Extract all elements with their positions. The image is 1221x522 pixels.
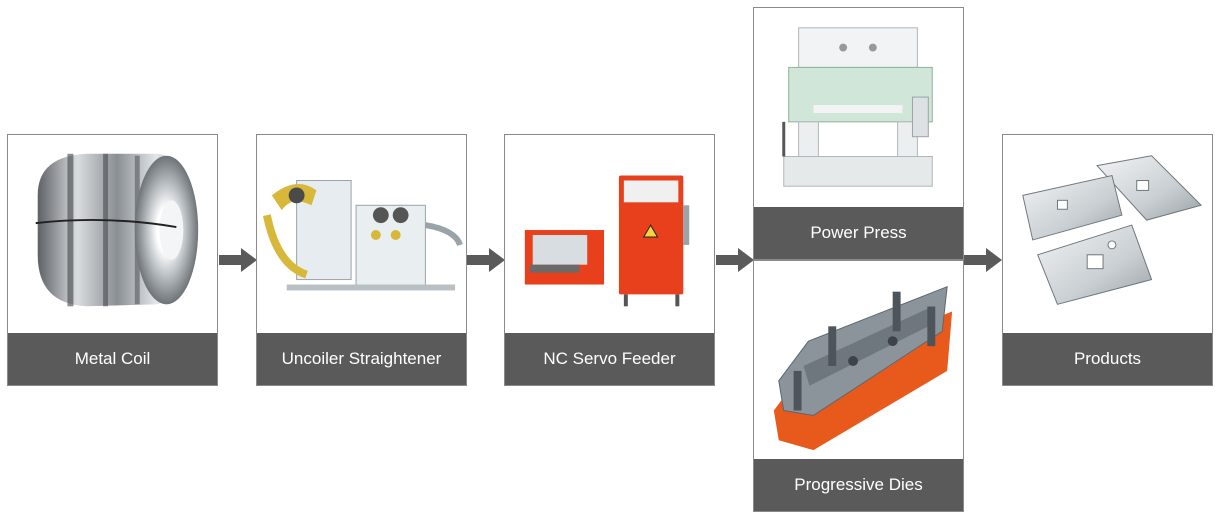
arrow-right-icon [219, 248, 257, 272]
power-press-image [754, 8, 963, 206]
step-label: Metal Coil [8, 333, 217, 385]
uncoiler-straightener-image [257, 135, 466, 333]
arrow-right-icon [964, 248, 1002, 272]
step-label: Products [1003, 333, 1212, 385]
step-products: Products [1002, 134, 1213, 386]
step-metal-coil: Metal Coil [7, 134, 218, 386]
progressive-dies-image [754, 261, 963, 459]
metal-coil-image [8, 135, 217, 333]
products-image [1003, 135, 1212, 333]
arrow-right-icon [467, 248, 505, 272]
step-label: Progressive Dies [754, 459, 963, 511]
arrow-right-icon [716, 248, 754, 272]
step-label: Power Press [754, 207, 963, 259]
step-uncoiler-straightener: Uncoiler Straightener [256, 134, 467, 386]
step-label: NC Servo Feeder [505, 333, 714, 385]
step-label: Uncoiler Straightener [257, 333, 466, 385]
step-power-press: Power Press [753, 7, 964, 260]
step-nc-servo-feeder: NC Servo Feeder [504, 134, 715, 386]
nc-servo-feeder-image [505, 135, 714, 333]
step-progressive-dies: Progressive Dies [753, 260, 964, 512]
